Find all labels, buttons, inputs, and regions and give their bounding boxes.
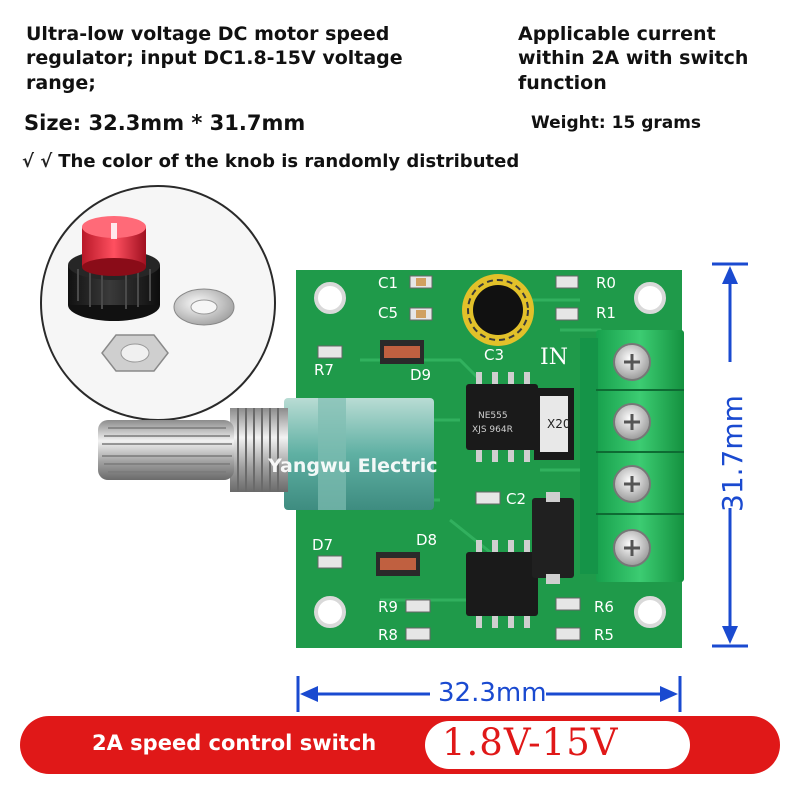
label-in: IN [540, 345, 568, 370]
width-dimension-arrow [296, 676, 682, 712]
check-mark-icon: √ √ [22, 151, 53, 172]
label-r5: R5 [594, 626, 614, 644]
knob-note: √ √The color of the knob is randomly dis… [22, 150, 519, 173]
label-r1: R1 [596, 304, 616, 322]
label-r7: R7 [314, 361, 334, 379]
height-label: 31.7mm [716, 395, 749, 512]
label-r6: R6 [594, 598, 614, 616]
label-r9: R9 [378, 598, 398, 616]
height-dimension-arrow [712, 262, 748, 648]
banner-voltage-pill [425, 721, 690, 769]
width-label: 32.3mm [438, 678, 547, 708]
current-text: Applicable current within 2A with switch… [518, 23, 749, 94]
label-d7: D7 [312, 536, 333, 554]
label-r0: R0 [596, 274, 616, 292]
ic-555: NE555 XJS 964R [466, 372, 538, 462]
potentiometer [284, 398, 434, 510]
size-text: Size: 32.3mm * 31.7mm [24, 111, 306, 135]
label-d8: D8 [416, 531, 437, 549]
banner-switch-text: 2A speed control switch [92, 731, 377, 755]
label-r8: R8 [378, 626, 398, 644]
svg-text:XJS 964R: XJS 964R [472, 425, 513, 435]
label-c5: C5 [378, 304, 398, 322]
brand-watermark: Yangwu Electric [268, 455, 438, 477]
banner-voltage-text: 1.8V-15V [442, 721, 619, 764]
description-text: Ultra-low voltage DC motor speed regulat… [26, 23, 403, 94]
svg-text:X20: X20 [547, 417, 571, 431]
label-c1: C1 [378, 274, 398, 292]
knob-accessories-illustration [68, 216, 235, 372]
label-d9: D9 [410, 366, 431, 384]
weight-text: Weight: 15 grams [531, 113, 702, 133]
svg-text:NE555: NE555 [478, 411, 508, 421]
label-c2: C2 [506, 490, 526, 508]
label-c3: C3 [484, 346, 504, 364]
screw-terminal [580, 330, 684, 582]
knob-note-label: The color of the knob is randomly distri… [58, 151, 520, 172]
